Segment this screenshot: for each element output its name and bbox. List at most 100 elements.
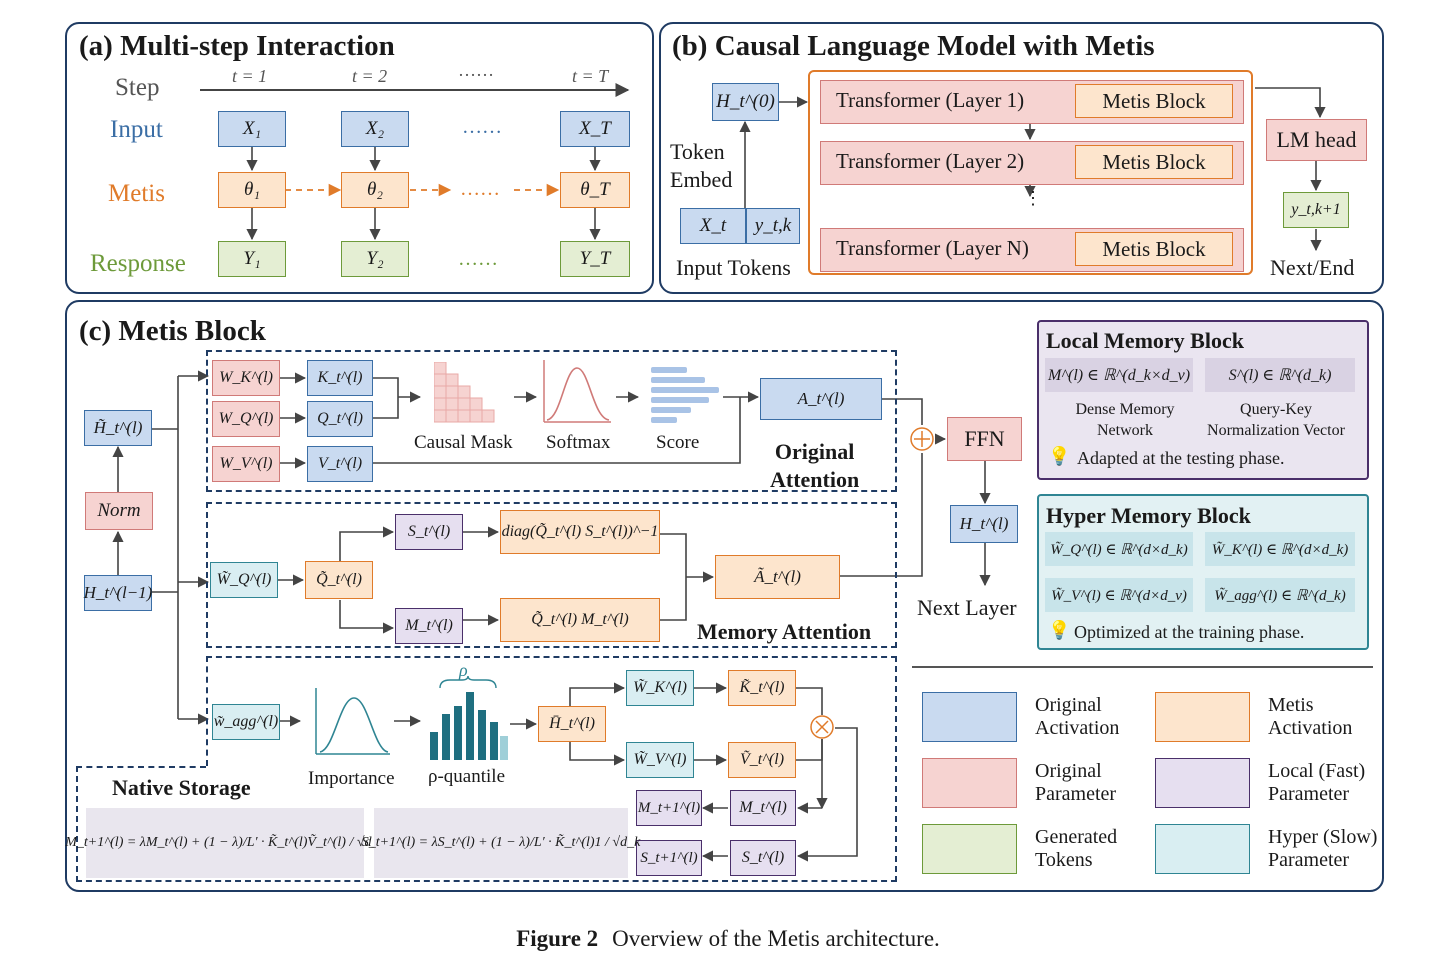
hyper-memory-block <box>1037 494 1369 650</box>
metis-key-k-tilde: K̃_t^(l) <box>728 670 796 706</box>
memory-m-next: M_t+1^(l) <box>636 790 702 826</box>
input-box-T: X_T <box>560 111 630 147</box>
legend-label: Local (Fast) Parameter <box>1268 760 1366 805</box>
next-end-label: Next/End <box>1270 255 1355 280</box>
ffn-box: FFN <box>947 417 1022 461</box>
metis-value-v-tilde: Ṽ_t^(l) <box>728 742 796 778</box>
metis-query-q-tilde: Q̃_t^(l) <box>305 561 373 599</box>
native-storage-region-top <box>206 656 897 766</box>
memory-attention-label: Memory Attention <box>697 619 872 644</box>
metis-block-1: Metis Block <box>1075 84 1233 118</box>
local-memory-s-dim: S^(l) ∈ ℝ^(d_k) <box>1205 358 1355 392</box>
normalizer-update-equation: S_t+1^(l) = λS_t^(l) + (1 − λ)/L′ · K̃_t… <box>362 808 640 878</box>
rho-label: ρ <box>459 660 468 680</box>
hyper-memory-title: Hyper Memory Block <box>1046 503 1251 528</box>
legend-label: Hyper (Slow) Parameter <box>1268 826 1378 871</box>
query-qt: Q_t^(l) <box>307 401 373 437</box>
transformer-layer-1-label: Transformer (Layer 1) <box>836 88 1025 112</box>
input-tokens-label: Input Tokens <box>676 255 791 280</box>
value-vt: V_t^(l) <box>307 446 373 482</box>
selected-h-bar: H̄_t^(l) <box>538 706 606 742</box>
hyper-memory-wagg-dim: W̃_agg^(l) ∈ ℝ^(d_k) <box>1205 578 1355 612</box>
legend-swatch <box>922 824 1017 874</box>
next-token-box: y_t,k+1 <box>1283 192 1349 228</box>
row-label-response: Response <box>90 250 186 277</box>
quantile-bars-icon <box>430 676 508 760</box>
transformer-stack <box>808 70 1253 275</box>
weight-wv: W_V^(l) <box>212 446 280 482</box>
local-s-vector: S_t^(l) <box>395 514 463 550</box>
hyper-memory-wq-dim: W̃_Q^(l) ∈ ℝ^(d×d_k) <box>1045 532 1193 566</box>
transformer-layer-2-label: Transformer (Layer 2) <box>836 149 1025 173</box>
metis-block-2: Metis Block <box>1075 145 1233 179</box>
embedding-h0: H_t^(0) <box>712 83 779 121</box>
lightbulb-icon: 💡 <box>1048 446 1071 466</box>
legend-swatch <box>922 692 1017 742</box>
legend-label: Generated Tokens <box>1035 826 1118 871</box>
local-memory-m-dim: M^(l) ∈ ℝ^(d_k×d_v) <box>1045 358 1193 392</box>
metis-box-2: θ₂ <box>341 172 409 208</box>
response-dots: …… <box>458 248 498 270</box>
layer-output-h: H_t^(l) <box>950 505 1018 543</box>
importance-label: Importance <box>308 768 395 789</box>
native-storage-label: Native Storage <box>112 775 251 800</box>
normalizer-diag: diag(Q̃_t^(l) S_t^(l))^−1 <box>500 510 660 554</box>
attention-output-at: A_t^(l) <box>760 378 882 420</box>
lightbulb-icon: 💡 <box>1048 620 1071 640</box>
row-label-step: Step <box>115 74 160 101</box>
time-label-1: t = 1 <box>232 66 268 86</box>
local-m-matrix: M_t^(l) <box>395 608 463 644</box>
hyper-weight-wagg: w̃_agg^(l) <box>212 704 280 740</box>
input-token-y: y_t,k <box>746 208 800 244</box>
local-memory-block <box>1037 320 1369 480</box>
metis-box-1: θ₁ <box>218 172 286 208</box>
legend-swatch <box>1155 824 1250 874</box>
legend-swatch <box>922 758 1017 808</box>
norm-box: Norm <box>85 492 153 530</box>
local-memory-note: Adapted at the testing phase. <box>1077 448 1285 468</box>
local-memory-s-desc: Query-Key Normalization Vector <box>1207 401 1345 439</box>
rho-quantile-label: ρ-quantile <box>428 766 506 787</box>
figure-caption-text: Overview of the Metis architecture. <box>612 926 940 951</box>
metis-box-T: θ_T <box>560 172 630 208</box>
hyper-weight-wk: W̃_K^(l) <box>626 670 694 706</box>
weight-wk: W_K^(l) <box>212 360 280 396</box>
time-label-T: t = T <box>572 66 609 86</box>
legend-swatch <box>1155 692 1250 742</box>
legend-label: Original Parameter <box>1035 760 1117 805</box>
panel-b-title: (b) Causal Language Model with Metis <box>672 30 1155 62</box>
metis-block-N: Metis Block <box>1075 232 1233 266</box>
input-box-2: X₂ <box>341 111 409 147</box>
transformer-layer-N-label: Transformer (Layer N) <box>836 236 1029 260</box>
time-label-2: t = 2 <box>352 66 388 86</box>
importance-icon <box>315 688 390 755</box>
hyper-weight-wv: W̃_V^(l) <box>626 742 694 778</box>
normalized-h-tilde: H̃_t^(l) <box>84 410 152 446</box>
memory-m-current: M_t^(l) <box>730 790 796 826</box>
legend-swatch <box>1155 758 1250 808</box>
local-memory-title: Local Memory Block <box>1046 328 1244 353</box>
layer-input-h-prev: H_t^(l−1) <box>84 575 152 611</box>
hyper-memory-wk-dim: W̃_K^(l) ∈ ℝ^(d×d_k) <box>1205 532 1355 566</box>
hyper-memory-note: Optimized at the training phase. <box>1074 622 1305 642</box>
response-box-1: Y₁ <box>218 241 286 277</box>
memory-s-current: S_t^(l) <box>730 840 796 876</box>
original-attention-label: Original Attention <box>770 439 860 492</box>
native-storage-region <box>76 656 897 882</box>
hyper-memory-wv-dim: W̃_V^(l) ∈ ℝ^(d×d_v) <box>1045 578 1193 612</box>
response-box-2: Y₂ <box>341 241 409 277</box>
causal-mask-icon <box>434 362 495 423</box>
input-dots: …… <box>462 116 502 138</box>
figure-number: Figure 2 <box>516 926 599 951</box>
row-label-metis: Metis <box>108 180 165 207</box>
time-label-dots: …… <box>458 60 494 80</box>
figure-caption: Figure 2 Overview of the Metis architectu… <box>0 926 1456 952</box>
layer-vdots: ⋮ <box>1024 188 1042 208</box>
local-memory-m-desc: Dense Memory Network <box>1075 401 1175 439</box>
native-storage-region-left <box>76 766 206 882</box>
score-icon <box>651 367 719 423</box>
causal-mask-label: Causal Mask <box>414 432 513 453</box>
input-box-1: X₁ <box>218 111 286 147</box>
hyper-weight-wq: W̃_Q^(l) <box>210 562 278 598</box>
